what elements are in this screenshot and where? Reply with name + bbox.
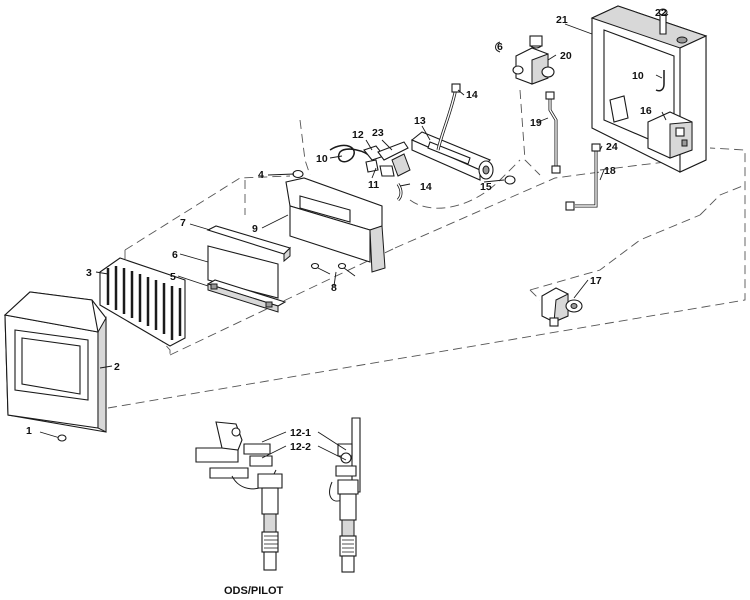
label-part-15: 15 [480, 181, 492, 193]
label-part-10-left: 10 [316, 153, 328, 165]
label-part-19: 19 [530, 117, 542, 129]
label-part-9: 9 [252, 223, 258, 235]
label-part-10-right: 10 [632, 70, 644, 82]
label-part-12: 12 [352, 129, 364, 141]
label-part-18: 18 [604, 165, 616, 177]
label-part-4: 4 [258, 169, 264, 181]
label-part-2: 2 [114, 361, 120, 373]
label-part-12-2: 12-2 [290, 441, 311, 453]
label-part-3: 3 [86, 267, 92, 279]
label-part-22: 22 [655, 7, 667, 19]
label-part-7: 7 [180, 217, 186, 229]
label-part-20: 20 [560, 50, 572, 62]
switch-assembly [647, 111, 693, 159]
label-part-5: 5 [170, 271, 176, 283]
bracket-part-7 [206, 225, 292, 263]
gas-tube-14-lower [396, 183, 403, 202]
igniter-part-22 [658, 8, 668, 35]
gas-inlet-tube [565, 143, 601, 211]
label-part-21: 21 [556, 14, 568, 26]
label-leader-lines [95, 13, 669, 461]
label-part-13: 13 [414, 115, 426, 127]
front-cover-panel [3, 291, 107, 433]
gasket-part-4 [292, 169, 304, 179]
ceramic-panel [207, 245, 279, 299]
part-number-labels: 1 2 3 4 5 6 7 8 9 10 11 12 13 14 14 15 1… [26, 7, 667, 453]
label-part-14-lower: 14 [420, 181, 432, 193]
gas-tube-14-upper [436, 83, 461, 151]
ods-pilot-assembly [363, 141, 411, 177]
label-part-11: 11 [368, 179, 379, 191]
assembly-dashed-lines [107, 89, 746, 409]
bracket-part-5 [206, 279, 287, 313]
label-part-17: 17 [590, 275, 602, 287]
label-part-1: 1 [26, 425, 32, 437]
valve-dial-mark: 6 [497, 41, 503, 53]
label-part-12-1: 12-1 [290, 427, 311, 439]
label-part-8: 8 [331, 282, 337, 294]
screw-part-1 [39, 431, 67, 442]
screws-part-8 [310, 262, 356, 277]
label-part-23: 23 [372, 127, 384, 139]
ods-pilot-inset-right [329, 417, 361, 573]
burner-tube [410, 131, 494, 181]
regulator-part-17 [541, 287, 583, 327]
fitting-part-15 [504, 175, 516, 185]
inset-caption: ODS/PILOT [224, 585, 284, 597]
label-part-16: 16 [640, 105, 652, 117]
label-part-24: 24 [606, 141, 618, 153]
radiant-grille [99, 257, 186, 347]
ods-pilot-inset-left [195, 421, 283, 571]
label-part-6: 6 [172, 249, 178, 261]
burner-shield [285, 177, 386, 273]
pilot-tube [545, 91, 561, 174]
thermocouple-coil [329, 144, 373, 163]
housing-tube-10 [655, 70, 665, 92]
label-part-14-upper: 14 [466, 89, 478, 101]
gas-control-valve [495, 35, 555, 85]
